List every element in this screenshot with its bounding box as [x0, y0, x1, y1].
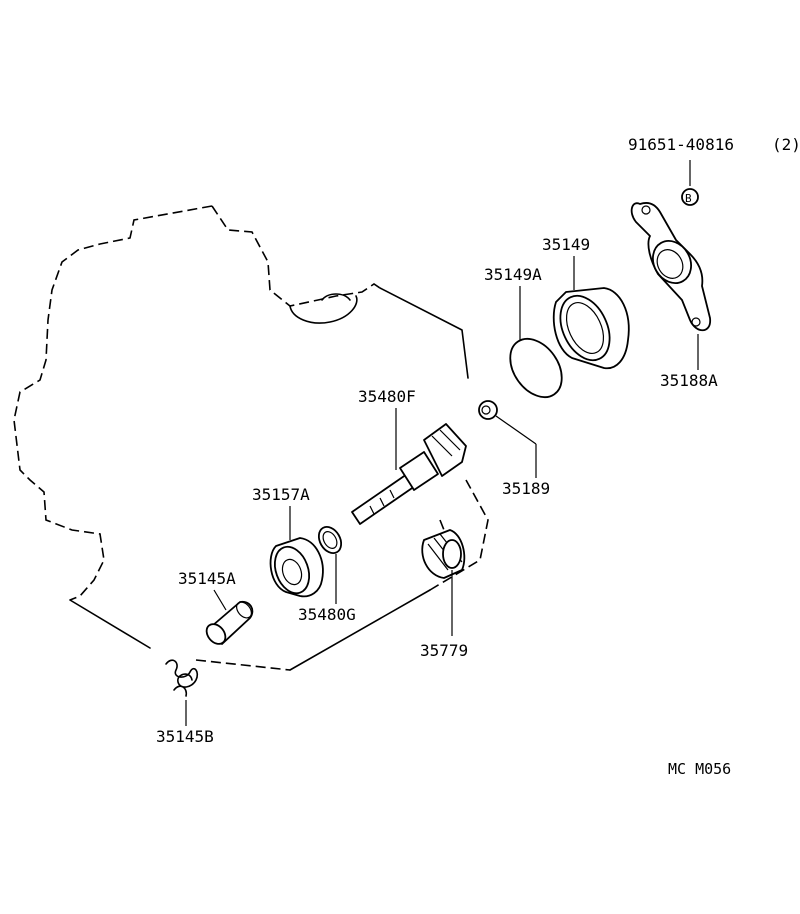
o-ring-part: 35149A: [484, 265, 563, 398]
oil-seal-cover-label: 35149: [542, 235, 590, 254]
plug-label: 35189: [502, 479, 550, 498]
drive-gear-label: 35779: [420, 641, 468, 660]
bolt-marker-letter: B: [685, 192, 692, 205]
bolt-callout: 91651-40816 (2) B: [628, 135, 800, 206]
plunger-label: 35145A: [178, 569, 236, 588]
transmission-housing-outline: [13, 205, 489, 671]
cover-clamp-label: 35188A: [660, 371, 718, 390]
sleeve-part: 35157A: [252, 485, 324, 598]
oil-seal-cover-part: 35149: [542, 235, 630, 370]
cover-clamp-part: 35188A: [630, 202, 718, 390]
plug-part: 35189: [478, 400, 550, 498]
driven-gear-shaft-label: 35480F: [358, 387, 416, 406]
washer-label: 35480G: [298, 605, 356, 624]
bolt-part-number: 91651-40816: [628, 135, 734, 154]
bolt-marker-icon: [681, 188, 699, 206]
catalog-code: MC M056: [668, 760, 731, 778]
o-ring-label: 35149A: [484, 265, 542, 284]
bolt-quantity: (2): [772, 135, 800, 154]
drive-gear-part: 35779: [420, 529, 468, 660]
sleeve-label: 35157A: [252, 485, 310, 504]
spring-label: 35145B: [156, 727, 214, 746]
driven-gear-shaft-part: 35480F: [351, 387, 467, 525]
washer-part: 35480G: [298, 525, 356, 624]
plunger-part: 35145A: [178, 569, 254, 645]
spring-part: 35145B: [156, 659, 214, 746]
